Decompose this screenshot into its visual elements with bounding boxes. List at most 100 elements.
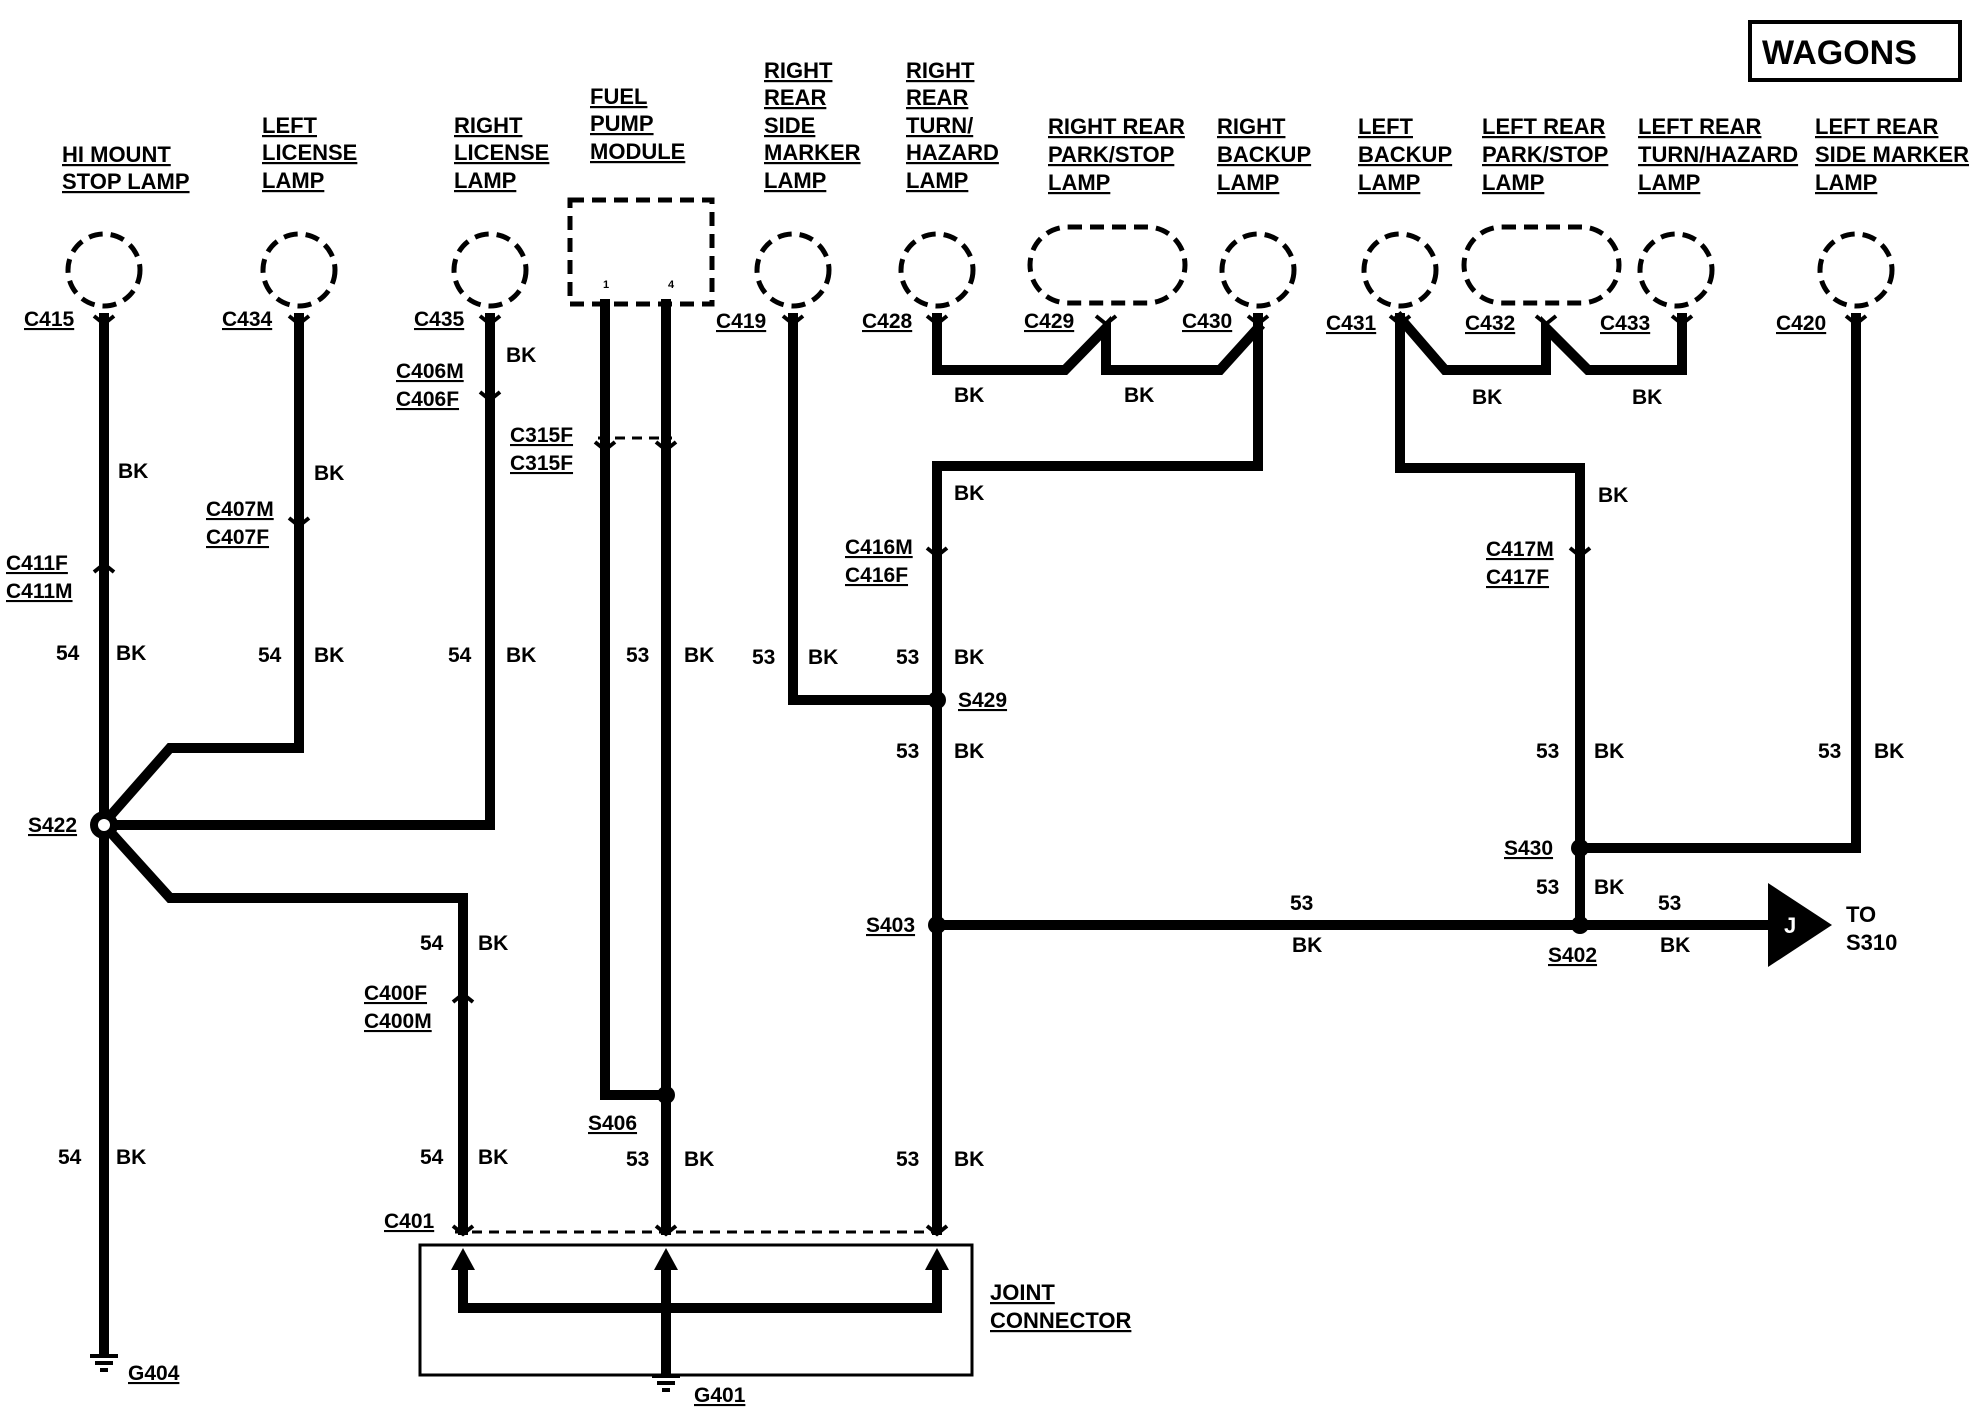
svg-text:LAMP: LAMP	[1217, 170, 1279, 195]
svg-text:REAR: REAR	[764, 85, 826, 110]
svg-text:BK: BK	[314, 644, 344, 667]
connector-j-arrow	[1768, 883, 1832, 967]
connector-j-label: J	[1784, 913, 1796, 938]
svg-text:53: 53	[626, 1148, 649, 1171]
svg-text:C434: C434	[222, 308, 273, 331]
svg-text:STOP LAMP: STOP LAMP	[62, 169, 190, 194]
svg-text:FUEL: FUEL	[590, 84, 647, 109]
svg-text:53: 53	[1536, 876, 1559, 899]
svg-text:54: 54	[420, 932, 444, 955]
left-license-lamp-symbol	[260, 231, 338, 309]
svg-text:53: 53	[896, 740, 919, 763]
svg-text:C315F: C315F	[510, 452, 573, 475]
jc-arrow-2	[654, 1248, 678, 1270]
svg-text:BK: BK	[954, 646, 984, 669]
label-left-rear-park-stop-lamp: LEFT REAR PARK/STOP LAMP	[1482, 114, 1608, 195]
right-rear-turn-lamp-symbol	[898, 231, 976, 309]
svg-text:54: 54	[258, 644, 282, 667]
svg-text:C431: C431	[1326, 312, 1377, 335]
svg-text:54: 54	[448, 644, 472, 667]
right-license-lamp-symbol	[451, 231, 529, 309]
svg-text:53: 53	[896, 646, 919, 669]
right-backup-lamp-symbol	[1219, 231, 1297, 309]
to-s310-line1: TO	[1846, 902, 1876, 927]
label-left-backup-lamp: LEFT BACKUP LAMP	[1358, 114, 1452, 195]
svg-text:PUMP: PUMP	[590, 111, 654, 136]
svg-text:53: 53	[752, 646, 775, 669]
hi-mount-stop-lamp-symbol	[65, 231, 143, 309]
svg-text:RIGHT: RIGHT	[764, 58, 833, 83]
svg-text:MARKER: MARKER	[764, 140, 861, 165]
svg-text:LAMP: LAMP	[1482, 170, 1544, 195]
svg-text:C416M: C416M	[845, 536, 913, 559]
svg-text:BK: BK	[954, 1148, 984, 1171]
ground-g401-label: G401	[694, 1384, 746, 1407]
label-fuel-pump-module: FUEL PUMP MODULE	[590, 84, 685, 164]
label-left-license-lamp: LEFT LICENSE LAMP	[262, 113, 357, 193]
svg-text:C406F: C406F	[396, 388, 459, 411]
svg-text:LAMP: LAMP	[1638, 170, 1700, 195]
svg-text:REAR: REAR	[906, 85, 968, 110]
svg-text:C435: C435	[414, 308, 465, 331]
svg-text:C420: C420	[1776, 312, 1826, 335]
svg-text:BK: BK	[808, 646, 838, 669]
connector-labels: C415 C434 C435 C419 C428 C429 C430 C431 …	[6, 308, 1826, 1233]
svg-text:BK: BK	[684, 1148, 714, 1171]
svg-text:RIGHT: RIGHT	[1217, 114, 1286, 139]
svg-text:C416F: C416F	[845, 564, 908, 587]
ground-g404-label: G404	[128, 1362, 180, 1385]
svg-text:53: 53	[1658, 892, 1681, 915]
svg-text:S402: S402	[1548, 944, 1597, 967]
svg-text:C417F: C417F	[1486, 566, 1549, 589]
left-rear-side-marker-lamp-symbol	[1817, 231, 1895, 309]
svg-text:S406: S406	[588, 1112, 637, 1135]
wire-labels: BK BK BK 54 BK 54 BK 54 BK 53 BK 53 BK B…	[56, 344, 1904, 1171]
svg-text:LEFT REAR: LEFT REAR	[1482, 114, 1606, 139]
svg-text:BK: BK	[1660, 934, 1690, 957]
svg-text:S422: S422	[28, 814, 77, 837]
svg-text:LEFT REAR: LEFT REAR	[1815, 114, 1939, 139]
diagram-title: WAGONS	[1762, 34, 1917, 72]
svg-text:LAMP: LAMP	[1358, 170, 1420, 195]
svg-text:C430: C430	[1182, 310, 1232, 333]
svg-text:BK: BK	[1594, 740, 1624, 763]
svg-text:LICENSE: LICENSE	[262, 140, 357, 165]
left-backup-lamp-symbol	[1361, 231, 1439, 309]
wires	[96, 299, 1861, 1375]
svg-text:LEFT: LEFT	[262, 113, 318, 138]
svg-text:BK: BK	[1632, 386, 1662, 409]
svg-text:C432: C432	[1465, 312, 1515, 335]
svg-text:53: 53	[1290, 892, 1313, 915]
svg-text:BK: BK	[1472, 386, 1502, 409]
svg-text:BK: BK	[954, 482, 984, 505]
svg-text:BK: BK	[478, 1146, 508, 1169]
svg-text:BK: BK	[118, 460, 148, 483]
svg-text:LAMP: LAMP	[1048, 170, 1110, 195]
svg-text:S403: S403	[866, 914, 915, 937]
svg-text:C400M: C400M	[364, 1010, 432, 1033]
fuel-pump-pin-4: 4	[668, 279, 675, 291]
label-right-rear-side-marker-lamp: RIGHT REAR SIDE MARKER LAMP	[764, 58, 861, 193]
svg-text:BK: BK	[684, 644, 714, 667]
joint-connector-label-1: JOINT	[990, 1280, 1055, 1305]
svg-text:BK: BK	[506, 644, 536, 667]
svg-text:C400F: C400F	[364, 982, 427, 1005]
svg-text:C401: C401	[384, 1210, 435, 1233]
svg-text:S430: S430	[1504, 837, 1553, 860]
svg-text:54: 54	[56, 642, 80, 665]
svg-text:HI MOUNT: HI MOUNT	[62, 142, 171, 167]
label-left-rear-turn-hazard-lamp: LEFT REAR TURN/HAZARD LAMP	[1638, 114, 1798, 195]
left-rear-park-lamp-symbol	[1461, 224, 1622, 306]
label-right-license-lamp: RIGHT LICENSE LAMP	[454, 113, 549, 193]
svg-text:C429: C429	[1024, 310, 1074, 333]
svg-text:BK: BK	[506, 344, 536, 367]
svg-text:SIDE: SIDE	[764, 113, 815, 138]
svg-text:53: 53	[896, 1148, 919, 1171]
svg-text:C407M: C407M	[206, 498, 274, 521]
jc-arrow-1	[451, 1248, 475, 1270]
svg-text:S429: S429	[958, 689, 1007, 712]
label-right-rear-turn-hazard-lamp: RIGHT REAR TURN/ HAZARD LAMP	[906, 58, 999, 193]
svg-text:MODULE: MODULE	[590, 139, 685, 164]
